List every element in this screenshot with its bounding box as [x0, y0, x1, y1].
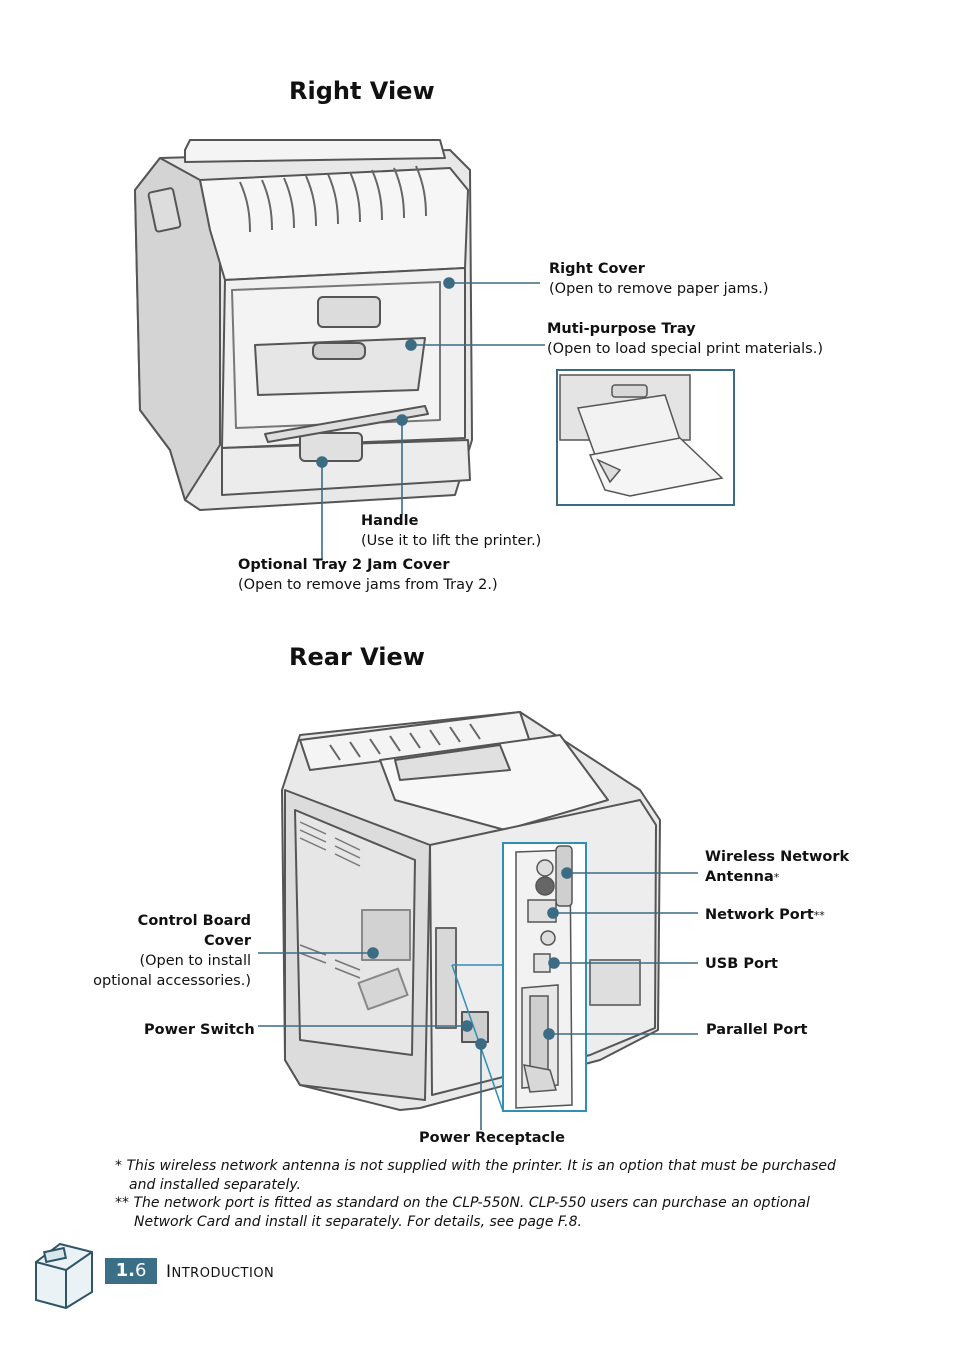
label-usb-port: USB Port — [705, 954, 778, 974]
label-control-board-desc: (Open to install — [139, 953, 251, 969]
rear-ports-illustration — [515, 845, 573, 1109]
label-right-cover-desc: (Open to remove paper jams.) — [549, 281, 769, 297]
label-tray2-desc: (Open to remove jams from Tray 2.) — [238, 577, 498, 593]
footnote-network: ** The network port is fitted as standar… — [115, 1194, 810, 1232]
page-number: 6 — [134, 1260, 147, 1281]
label-antenna-title: Wireless Network — [705, 849, 850, 865]
label-handle-title: Handle — [361, 513, 419, 529]
label-antenna-title2: Antenna — [705, 869, 774, 885]
label-antenna-mark: * — [773, 871, 780, 884]
printer-icon — [35, 1242, 93, 1310]
right-view-title: Right View — [289, 77, 435, 105]
section-rest: NTRODUCTION — [171, 1266, 275, 1281]
label-mp-tray-desc: (Open to load special print materials.) — [547, 341, 823, 357]
label-power-switch: Power Switch — [144, 1020, 255, 1040]
label-network-mark: ** — [813, 909, 825, 922]
label-network-port: Network Port** — [705, 905, 825, 926]
rear-ports-zoom-lines — [451, 964, 504, 1112]
label-usb-title: USB Port — [705, 956, 778, 972]
page-chapter: 1. — [115, 1260, 135, 1281]
label-mp-tray: Muti-purpose Tray (Open to load special … — [547, 319, 823, 359]
section-title: INTRODUCTION — [166, 1262, 274, 1282]
label-control-board-cover: Control Board Cover (Open to install opt… — [80, 911, 251, 991]
footnote-antenna-line2: and installed separately. — [129, 1177, 301, 1193]
label-handle-desc: (Use it to lift the printer.) — [361, 533, 542, 549]
rear-view-callouts — [258, 867, 698, 1130]
label-control-board-title2: Cover — [203, 933, 251, 949]
footnote-network-line1: ** The network port is fitted as standar… — [115, 1195, 810, 1211]
label-network-title: Network Port — [705, 907, 814, 923]
mp-tray-inset-illustration — [559, 374, 724, 497]
label-parallel-title: Parallel Port — [706, 1022, 808, 1038]
page-number-badge: 1.6 — [105, 1258, 157, 1284]
label-parallel-port: Parallel Port — [706, 1020, 807, 1040]
printer-rear-view-illustration — [281, 711, 661, 1111]
label-tray2-jam-cover: Optional Tray 2 Jam Cover (Open to remov… — [238, 555, 498, 595]
right-view-callouts — [316, 277, 545, 560]
label-handle: Handle (Use it to lift the printer.) — [361, 511, 541, 551]
footnote-antenna: * This wireless network antenna is not s… — [115, 1157, 836, 1195]
section-initial: I — [166, 1262, 172, 1282]
label-power-receptacle-title: Power Receptacle — [419, 1130, 565, 1146]
label-right-cover: Right Cover (Open to remove paper jams.) — [549, 259, 768, 299]
label-control-board-title: Control Board — [137, 913, 251, 929]
label-antenna: Wireless Network Antenna* — [705, 847, 849, 888]
footnote-antenna-line1: * This wireless network antenna is not s… — [115, 1158, 836, 1174]
label-power-switch-title: Power Switch — [144, 1022, 255, 1038]
label-power-receptacle: Power Receptacle — [419, 1128, 565, 1148]
label-control-board-desc2: optional accessories.) — [93, 973, 251, 989]
printer-right-view-illustration — [134, 139, 473, 511]
label-right-cover-title: Right Cover — [549, 261, 645, 277]
footnote-network-line2: Network Card and install it separately. … — [134, 1214, 582, 1230]
label-mp-tray-title: Muti-purpose Tray — [547, 321, 696, 337]
rear-view-title: Rear View — [289, 643, 425, 671]
label-tray2-title: Optional Tray 2 Jam Cover — [238, 557, 450, 573]
